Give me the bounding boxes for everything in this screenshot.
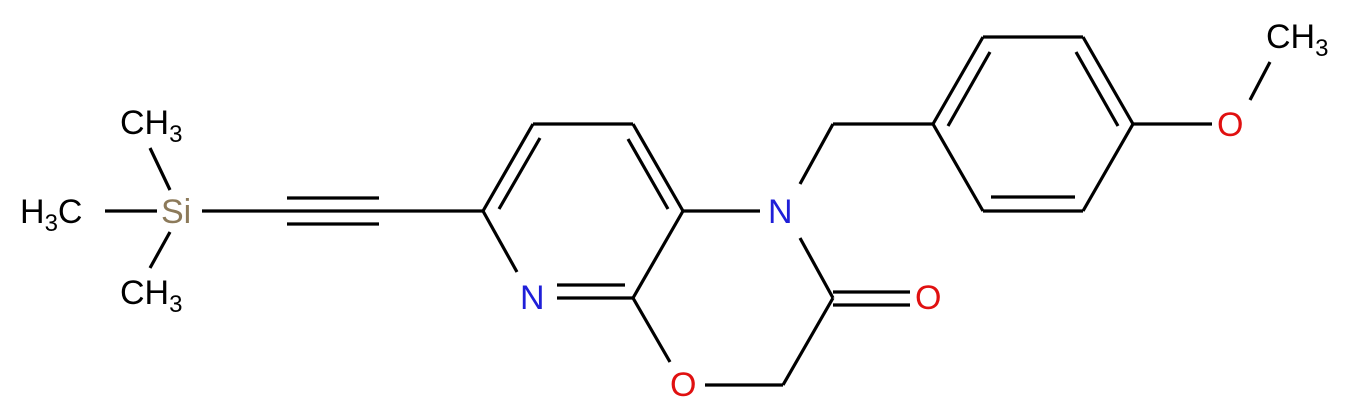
bond-c2-c3	[781, 297, 835, 386]
bond-o-ch3	[1248, 61, 1272, 101]
bond-si-ch3-bottom	[148, 231, 172, 269]
bond-o4-c8a	[631, 297, 672, 363]
bond-b1-b2-inner	[946, 51, 992, 127]
bond-b4-b5	[1081, 123, 1135, 212]
bond-b6-b1	[931, 123, 985, 212]
atom-ch3-methoxy: CH3	[1266, 18, 1328, 62]
bond-b1-b2	[931, 36, 985, 125]
bond-c6-c5-inner	[497, 137, 542, 210]
atom-labels: CH3 H3C CH3 Si N N O O O CH3	[20, 18, 1328, 404]
atom-n-amide: N	[768, 193, 793, 231]
atom-ch3-bottom: CH3	[120, 274, 182, 318]
atom-h3c-left: H3C	[20, 193, 82, 237]
bond-c4-c4a	[631, 123, 685, 212]
bonds	[105, 35, 1272, 387]
atom-o-carbonyl: O	[915, 279, 941, 317]
bond-b3-b4	[1081, 36, 1135, 125]
atom-si: Si	[161, 193, 191, 231]
bond-n1-ch2	[798, 123, 835, 185]
bond-c4-c4a-inner	[626, 138, 670, 210]
bond-n-c6	[481, 210, 519, 273]
atom-n-pyridine: N	[520, 279, 545, 317]
bond-b3-b4-inner	[1074, 51, 1120, 127]
bond-si-ch3-top	[148, 147, 172, 191]
bond-c6-c5	[481, 123, 535, 212]
bond-n1-c2	[798, 237, 835, 299]
atom-o-ring: O	[670, 366, 696, 404]
bond-c4a-c8a	[631, 210, 685, 299]
atom-o-methoxy: O	[1217, 106, 1243, 144]
atom-ch3-top: CH3	[120, 104, 182, 148]
